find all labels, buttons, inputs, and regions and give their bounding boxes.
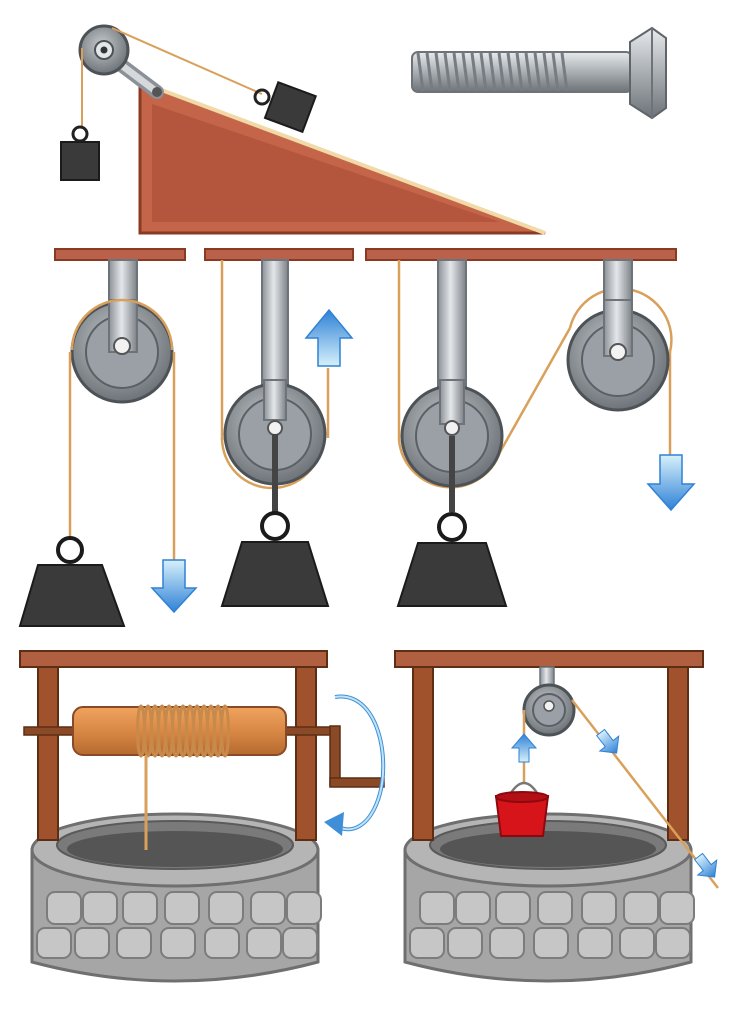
- beam-fixed-pulley: [54, 248, 186, 261]
- pulley-icon: [522, 683, 576, 737]
- fixed-pulley: [18, 259, 198, 627]
- bolt-icon: [411, 26, 667, 120]
- compound-pulley: [396, 259, 696, 607]
- beam-movable-pulley: [204, 248, 354, 261]
- arrow-diagonal-icon: [693, 852, 718, 878]
- arrow-up-icon: [510, 733, 538, 763]
- arrow-down-icon: [150, 559, 198, 614]
- well-pulley-icon: [394, 650, 719, 983]
- arrow-down-icon: [646, 454, 696, 512]
- pulley-icon: [78, 24, 130, 76]
- well-winch-icon: [19, 650, 386, 983]
- inclined-plane: [60, 24, 546, 235]
- rotation-arrow-icon: [324, 694, 386, 836]
- movable-pulley: [220, 259, 354, 607]
- beam-compound-pulley: [365, 248, 677, 261]
- arrow-up-icon: [304, 308, 354, 367]
- arrow-diagonal-icon: [595, 728, 620, 754]
